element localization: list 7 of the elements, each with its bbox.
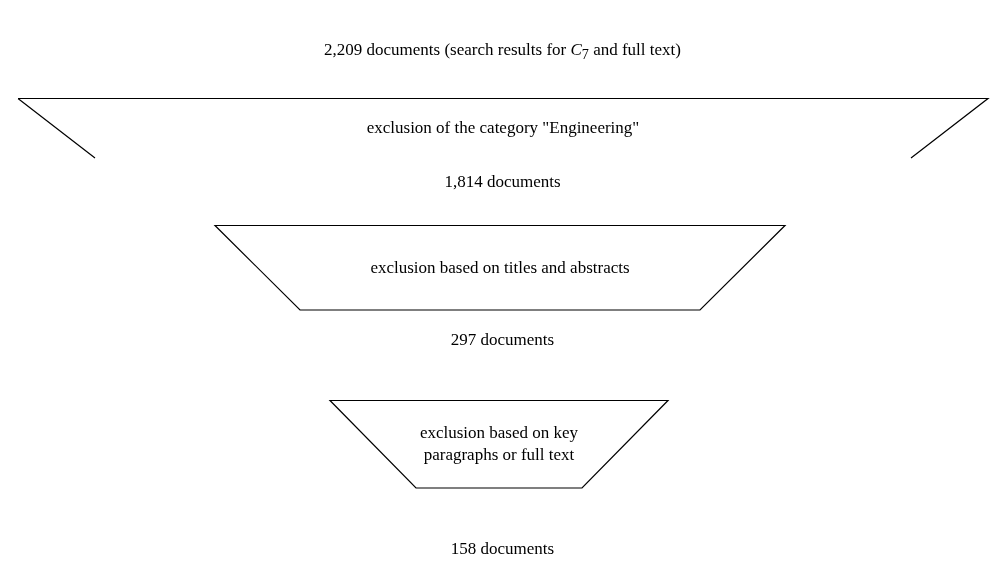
- document-count: 158 documents: [449, 539, 556, 559]
- step-text: exclusion based on titles and abstracts: [370, 256, 630, 279]
- step-text: exclusion based on key paragraphs or full text: [418, 422, 580, 466]
- document-count: 1,814 documents: [443, 172, 562, 192]
- title: 2,209 documents (search results for C$_{7}$ and full text): [323, 40, 682, 64]
- step-text: exclusion of the category "Engineering": [366, 117, 640, 139]
- document-count: 297 documents: [449, 330, 556, 350]
